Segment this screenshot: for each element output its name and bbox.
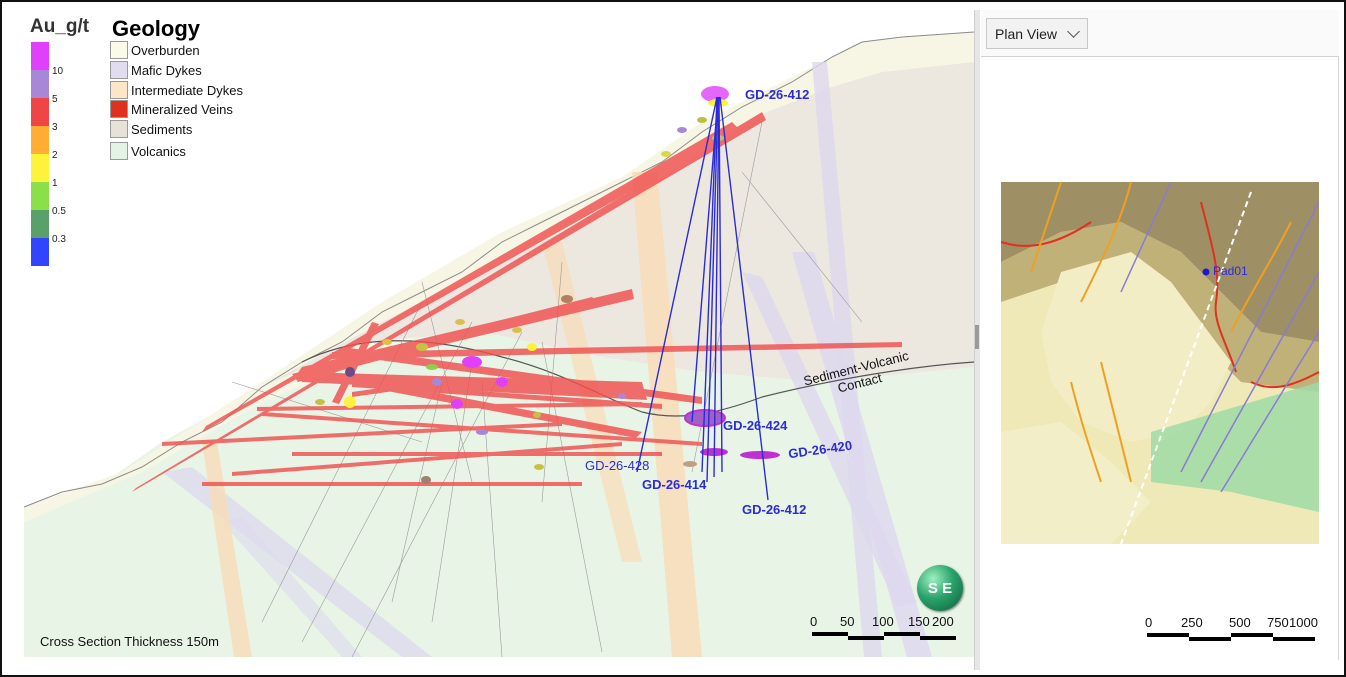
plan-toolbar: Plan View xyxy=(981,10,1339,57)
scale-tick-label: 200 xyxy=(932,614,954,629)
geology-legend-label: Volcanics xyxy=(131,143,186,159)
splitter-grip-icon[interactable] xyxy=(975,325,979,349)
plan-map[interactable]: Pad01 xyxy=(1001,182,1319,544)
plan-mafic-lines xyxy=(1120,182,1319,493)
plan-view-pane: Plan View xyxy=(981,10,1339,660)
geology-legend-label: Overburden xyxy=(131,42,200,58)
geology-legend-label: Mafic Dykes xyxy=(131,62,202,78)
scale-segment xyxy=(1273,637,1315,641)
geology-legend-title: Geology xyxy=(112,16,201,41)
geology-legend-item: Intermediate Dykes xyxy=(110,81,243,99)
drillhole-label-428[interactable]: GD-26-428 xyxy=(585,458,650,473)
au-scale-swatch xyxy=(31,126,49,154)
scale-tick-label: 100 xyxy=(872,614,894,629)
au-legend-title: Au_g/t xyxy=(30,16,90,37)
section-line xyxy=(1120,191,1252,544)
plan-map-canvas xyxy=(1001,182,1319,544)
drillhole-label-424[interactable]: GD-26-424 xyxy=(723,418,788,433)
drillhole-label-top[interactable]: GD-26-412 xyxy=(745,87,810,102)
volcanics-swatch xyxy=(110,142,128,160)
au-scale-label: 1 xyxy=(52,178,58,189)
au-scale-swatch xyxy=(31,238,49,266)
scale-segment xyxy=(884,632,920,636)
au-scale-swatch xyxy=(31,182,49,210)
geology-legend-label: Intermediate Dykes xyxy=(131,82,243,98)
chevron-down-icon xyxy=(1067,25,1080,38)
au-scale-swatch xyxy=(31,98,49,126)
geology-legend-item: Overburden xyxy=(110,41,200,59)
au-scale-swatch xyxy=(31,154,49,182)
drillholes xyxy=(636,96,769,501)
pad-marker-icon xyxy=(1202,268,1210,276)
geology-legend-label: Sediments xyxy=(131,121,193,137)
scale-tick-label: 750 xyxy=(1267,615,1289,630)
overburden-swatch xyxy=(110,41,128,59)
cross-section-canvas xyxy=(2,2,974,657)
scale-tick-label: 150 xyxy=(908,614,930,629)
section-scale-bar: 0 50 100 150 200 xyxy=(810,614,956,644)
drillhole-label-414[interactable]: GD-26-414 xyxy=(642,477,707,492)
au-scale-label: 0.5 xyxy=(52,206,66,217)
au-scale-swatch xyxy=(31,70,49,98)
au-scale-label: 2 xyxy=(52,150,58,161)
au-scale-label: 0.3 xyxy=(52,234,66,245)
au-scale-swatch xyxy=(31,42,49,70)
mafic-dyke xyxy=(222,517,362,657)
plan-dyke-lines xyxy=(1030,182,1292,483)
view-select-value: Plan View xyxy=(995,25,1058,42)
scale-tick-label: 500 xyxy=(1229,615,1251,630)
terrain-light xyxy=(1001,422,1151,544)
intermediate-dyke xyxy=(202,442,252,657)
au-color-scale xyxy=(31,42,49,266)
geology-legend-item: Mineralized Veins xyxy=(110,100,233,118)
intermediate-dyke xyxy=(632,172,702,657)
mafic-dykes-swatch xyxy=(110,61,128,79)
cross-section-view[interactable]: Au_g/t 10 5 3 2 1 0.5 0.3 Geology Overbu… xyxy=(2,2,974,657)
au-scale-swatch xyxy=(31,210,49,238)
view-select-dropdown[interactable]: Plan View xyxy=(986,18,1088,49)
scale-segment xyxy=(920,636,956,640)
pad-label[interactable]: Pad01 xyxy=(1213,264,1248,278)
scale-tick-label: 50 xyxy=(840,614,855,629)
intermediate-dykes-swatch xyxy=(110,81,128,99)
scale-segment xyxy=(1231,633,1273,637)
geology-legend-item: Volcanics xyxy=(110,142,186,160)
volcanics-area xyxy=(1151,382,1319,512)
scale-segment xyxy=(812,632,848,636)
terrain-light xyxy=(1041,252,1231,442)
au-scale-label: 3 xyxy=(52,122,58,133)
scale-tick-label: 0 xyxy=(1145,615,1153,630)
orientation-compass-icon[interactable]: S E xyxy=(917,565,963,611)
scale-segment xyxy=(848,636,884,640)
au-scale-label: 10 xyxy=(52,66,64,77)
scale-tick-label: 1000 xyxy=(1289,615,1318,630)
mafic-dyke xyxy=(162,467,432,657)
au-scale-label: 5 xyxy=(52,94,58,105)
geology-legend-item: Mafic Dykes xyxy=(110,61,202,79)
plan-scale-bar: 0 250 500 750 1000 xyxy=(1145,615,1319,647)
mineralized-veins xyxy=(132,112,902,492)
sediments-swatch xyxy=(110,120,128,138)
drillhole-label-412[interactable]: GD-26-412 xyxy=(742,502,807,517)
mineralized-veins-swatch xyxy=(110,100,128,118)
scale-segment xyxy=(1189,637,1231,641)
scale-tick-label: 0 xyxy=(810,614,818,629)
scale-tick-label: 250 xyxy=(1181,615,1203,630)
geology-legend-label: Mineralized Veins xyxy=(131,101,233,117)
geology-legend-item: Sediments xyxy=(110,120,192,138)
scale-segment xyxy=(1147,633,1189,637)
mafic-dyke xyxy=(742,272,917,607)
cross-section-thickness: Cross Section Thickness 150m xyxy=(40,634,219,649)
